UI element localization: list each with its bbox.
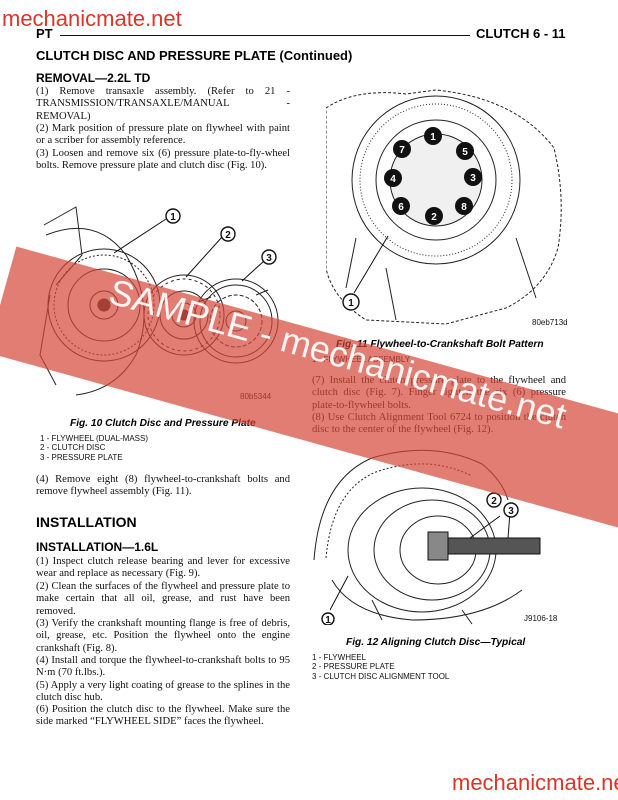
figure-10-illustration: 1 2 3 xyxy=(39,206,279,396)
fig10-legend-item-2: 2 - CLUTCH DISC xyxy=(40,443,106,453)
bolt-badge-1: 1 xyxy=(424,127,442,145)
fig12-caption: Fig. 12 Aligning Clutch Disc—Typical xyxy=(346,637,526,648)
fig11-bolt-badges: 1 2 3 4 5 6 7 8 xyxy=(384,127,482,225)
fig11-callout-1: 1 xyxy=(342,293,360,311)
svg-text:3: 3 xyxy=(470,173,476,184)
figure-12-illustration: 2 3 1 xyxy=(313,449,541,625)
fig10-legend-item-3: 3 - PRESSURE PLATE xyxy=(40,452,123,462)
fig12-callout-3: 3 xyxy=(503,502,519,518)
fig12-legend-item-2: 2 - PRESSURE PLATE xyxy=(312,662,395,672)
installation-step-7: (7) Install the clutch pressure plate to… xyxy=(312,375,566,411)
removal-step-1: (1) Remove transaxle assembly. (Refer to… xyxy=(36,86,290,122)
watermark-bottom: mechanicmate.net xyxy=(452,770,618,795)
svg-text:6: 6 xyxy=(398,202,404,213)
removal-heading: REMOVAL—2.2L TD xyxy=(36,71,151,85)
fig10-callout-1: 1 xyxy=(165,208,181,224)
bolt-badge-6: 6 xyxy=(392,197,410,215)
svg-text:2: 2 xyxy=(431,212,437,223)
fig12-code: J9106-18 xyxy=(524,614,558,623)
svg-text:3: 3 xyxy=(266,253,272,264)
removal-step-3: (3) Loosen and remove six (6) pressure p… xyxy=(36,148,290,172)
fig10-caption: Fig. 10 Clutch Disc and Pressure Plate xyxy=(70,418,256,429)
bolt-badge-5: 5 xyxy=(456,142,474,160)
svg-text:8: 8 xyxy=(461,202,467,213)
svg-text:5: 5 xyxy=(462,147,468,158)
installation-step-8: (8) Use Clutch Alignment Tool 6724 to po… xyxy=(312,412,566,436)
installation-step-1: (1) Inspect clutch release bearing and l… xyxy=(36,556,290,580)
svg-text:1: 1 xyxy=(325,615,331,625)
installation-step-4: (4) Install and torque the flywheel-to-c… xyxy=(36,655,290,679)
fig10-legend-item-1: 1 - FLYWHEEL (DUAL-MASS) xyxy=(40,434,149,443)
fig11-legend-item-1: 1 - FLYWHEEL ASSEMBLY xyxy=(312,355,411,364)
fig10-legend: 1 - FLYWHEEL (DUAL-MASS) 2 - CLUTCH DISC… xyxy=(40,434,148,462)
svg-text:4: 4 xyxy=(390,174,396,185)
fig12-callout-2: 2 xyxy=(486,492,502,508)
installation-heading: INSTALLATION xyxy=(36,514,137,530)
svg-text:2: 2 xyxy=(491,496,497,507)
bolt-badge-3: 3 xyxy=(464,168,482,186)
fig12-legend-item-1: 1 - FLYWHEEL xyxy=(312,653,367,662)
svg-text:1: 1 xyxy=(348,298,354,309)
removal-step-2: (2) Mark position of pressure plate on f… xyxy=(36,123,290,147)
page-title: CLUTCH DISC AND PRESSURE PLATE (Continue… xyxy=(36,48,353,63)
bolt-badge-4: 4 xyxy=(384,169,402,187)
fig11-caption: Fig. 11 Flywheel-to-Crankshaft Bolt Patt… xyxy=(336,339,544,350)
header-section: CLUTCH xyxy=(476,26,530,41)
header-rule xyxy=(60,35,470,36)
fig10-callout-3: 3 xyxy=(261,249,277,265)
bolt-badge-8: 8 xyxy=(455,197,473,215)
header-page-number: 6 - 11 xyxy=(533,26,566,41)
fig12-callout-1: 1 xyxy=(321,612,335,625)
installation-step-3: (3) Verify the crankshaft mounting flang… xyxy=(36,618,290,654)
installation-step-6: (6) Position the clutch disc to the flyw… xyxy=(36,704,290,728)
svg-text:2: 2 xyxy=(225,230,231,241)
bolt-badge-2: 2 xyxy=(425,207,443,225)
bolt-badge-7: 7 xyxy=(393,140,411,158)
svg-text:1: 1 xyxy=(430,132,436,143)
svg-text:1: 1 xyxy=(170,212,176,223)
installation-step-5: (5) Apply a very light coating of grease… xyxy=(36,680,290,704)
installation-step-2: (2) Clean the surfaces of the flywheel a… xyxy=(36,581,290,617)
installation-subheading: INSTALLATION—1.6L xyxy=(36,540,159,554)
svg-text:7: 7 xyxy=(399,145,405,156)
header-left: PT xyxy=(36,26,53,41)
fig12-legend: 1 - FLYWHEEL 2 - PRESSURE PLATE 3 - CLUT… xyxy=(312,653,449,681)
fig11-legend: 1 - FLYWHEEL ASSEMBLY xyxy=(312,355,410,364)
fig11-code: 80eb713d xyxy=(532,318,568,327)
fig12-legend-item-3: 3 - CLUTCH DISC ALIGNMENT TOOL xyxy=(312,671,450,681)
fig10-code: 80b5344 xyxy=(240,392,272,401)
svg-text:3: 3 xyxy=(508,506,514,517)
figure-11-illustration: 1 2 3 4 5 6 7 8 1 xyxy=(326,89,562,325)
watermark-top: mechanicmate.net xyxy=(2,6,182,31)
fig10-callout-2: 2 xyxy=(220,226,236,242)
removal-step-4: (4) Remove eight (8) flywheel-to-cranksh… xyxy=(36,474,290,498)
